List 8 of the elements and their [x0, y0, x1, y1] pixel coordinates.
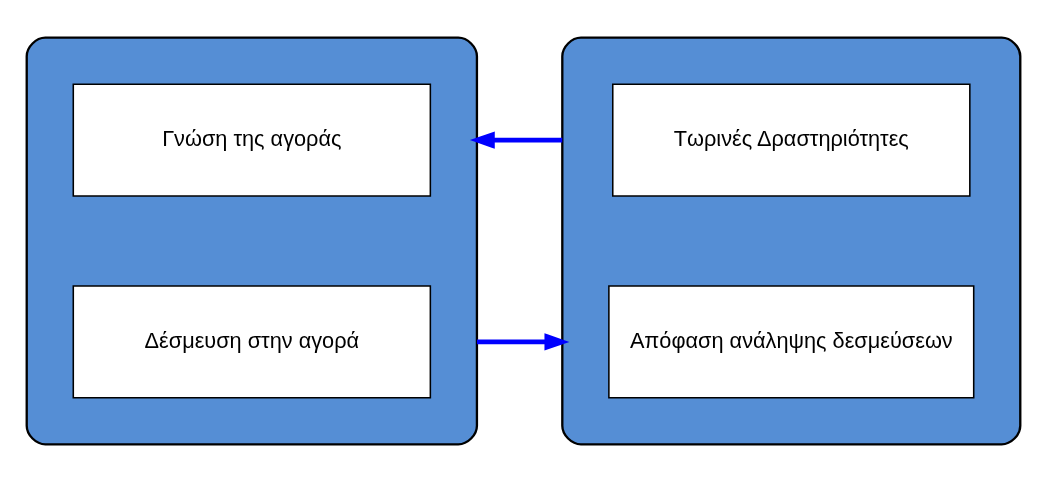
- arrow: [476, 332, 570, 351]
- cluster: [25, 35, 479, 446]
- arrow: [469, 130, 563, 149]
- cluster: [561, 35, 1022, 446]
- node-box: Απόφαση ανάληψης δεσμεύσεων: [608, 284, 975, 399]
- node-box: Τωρινές Δραστηριότητες: [612, 82, 971, 197]
- node-box: Δέσμευση στην αγορά: [72, 284, 432, 399]
- node-box: Γνώση της αγοράς: [72, 82, 432, 197]
